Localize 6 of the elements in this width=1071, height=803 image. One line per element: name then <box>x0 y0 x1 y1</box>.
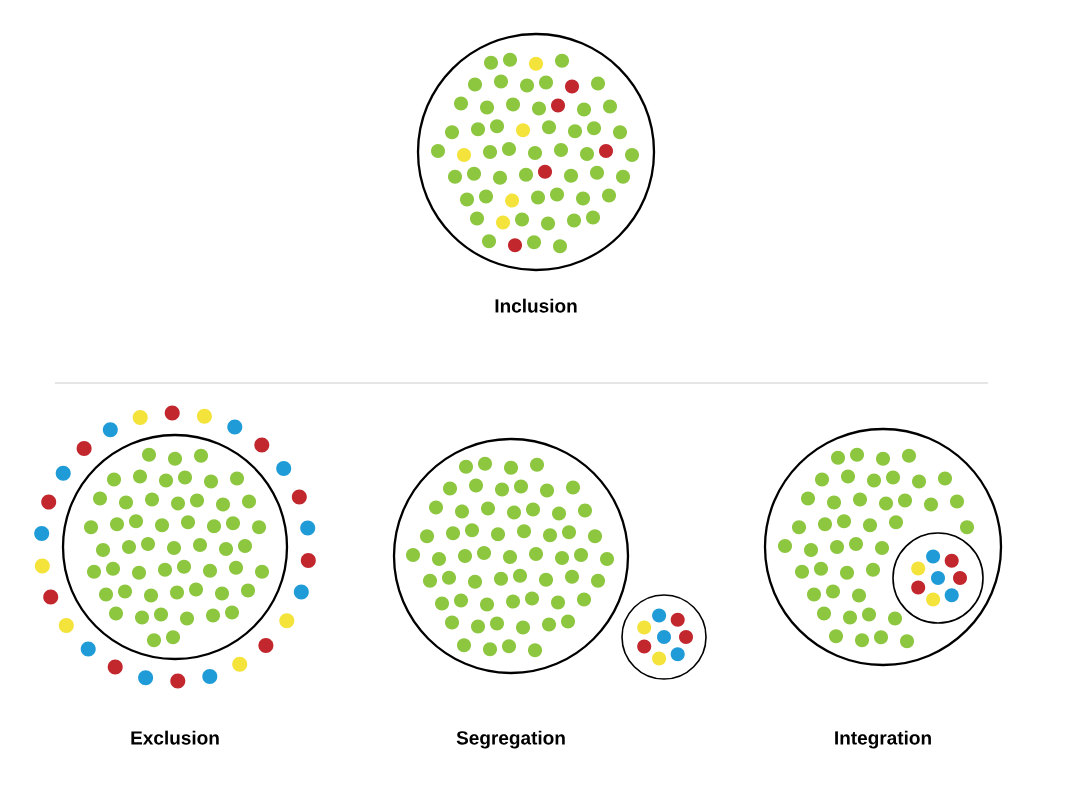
circle <box>621 594 707 680</box>
circle <box>892 532 984 624</box>
circle-with-label: Exclusion <box>61 433 289 745</box>
circle-with-label: Segregation <box>392 437 630 749</box>
circle-with-label: Inclusion <box>416 32 656 313</box>
circle-with-label: Integration <box>763 427 1003 749</box>
